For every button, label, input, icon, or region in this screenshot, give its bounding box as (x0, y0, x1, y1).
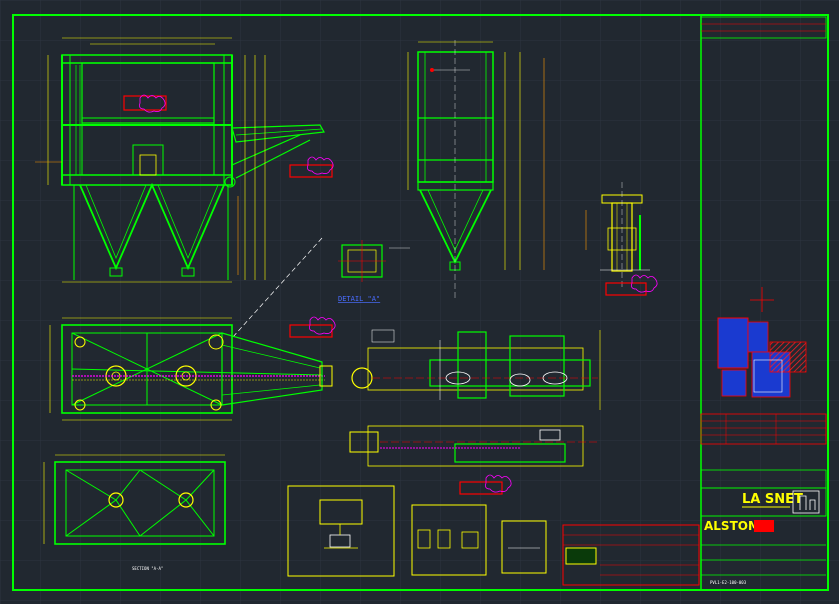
conveyor-detail-view (349, 329, 601, 495)
plan-view (49, 316, 336, 421)
drawing-frame (12, 14, 829, 591)
section-a-a-label: SECTION "A-A" (132, 566, 163, 571)
support-detail-view (585, 182, 658, 296)
company-emblem-icon (792, 490, 820, 514)
company-logo: LA SNET (742, 492, 803, 507)
note-box-2 (411, 504, 487, 576)
contractor-logo: ALSTOM (704, 519, 760, 533)
contractor-emblem-icon (754, 520, 774, 532)
drawing-list-block (562, 524, 700, 586)
note-box-1 (287, 485, 395, 577)
drawing-number: PVL1-E2-100-003 (710, 580, 747, 585)
section-a-a-view: SECTION "A-A" (43, 454, 226, 571)
side-elevation-view (407, 40, 545, 300)
detail-a-view: DETAIL "A" (231, 237, 410, 339)
key-plan (717, 287, 807, 398)
detail-a-label: DETAIL "A" (338, 295, 380, 303)
title-block: LA SNET ALSTOM PVL1-E2-100-003 (700, 16, 827, 585)
note-box-3 (501, 520, 547, 574)
front-elevation-view (35, 37, 334, 283)
